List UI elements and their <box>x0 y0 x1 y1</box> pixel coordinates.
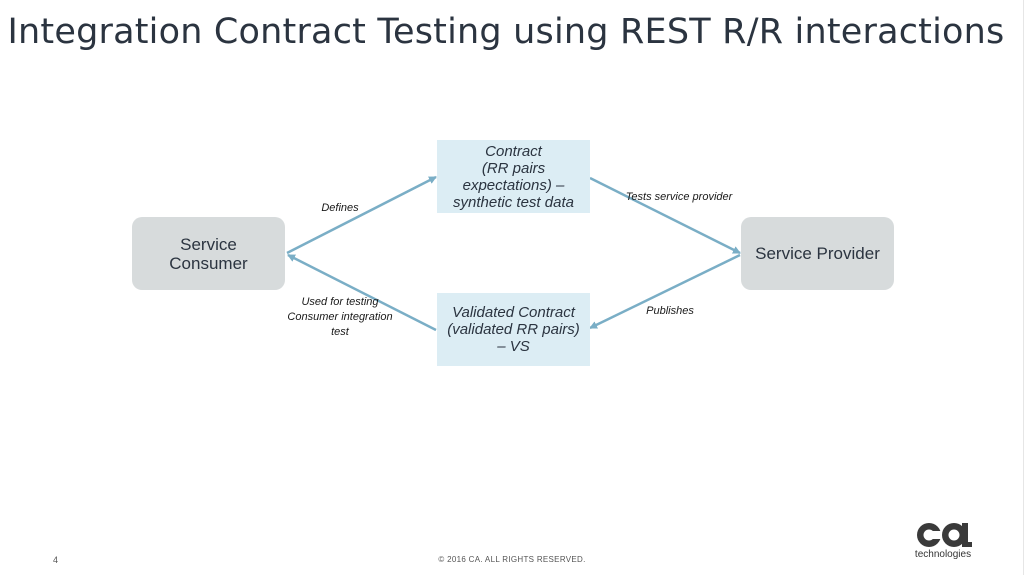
contract-node: Contract (RR pairs expectations) – synth… <box>437 140 590 213</box>
edge-label-publishes: Publishes <box>646 305 694 317</box>
ca-logo-icon <box>917 523 972 547</box>
page-number: 4 <box>53 555 59 565</box>
copyright-notice: © 2016 CA. ALL RIGHTS RESERVED. <box>438 555 586 564</box>
edge-label-used-for-testing: Used for testing Consumer integration te… <box>287 296 393 338</box>
arrow-publishes <box>589 253 741 330</box>
arrow-tests-service-provider <box>589 176 741 255</box>
ca-technologies-logo: technologies <box>910 518 976 570</box>
service-provider-label: Service Provider <box>755 244 880 263</box>
service-provider-node: Service Provider <box>741 217 894 290</box>
arrow-defines <box>286 175 437 255</box>
validated-contract-node: Validated Contract (validated RR pairs) … <box>437 293 590 366</box>
slide-title: Integration Contract Testing using REST … <box>7 12 1005 52</box>
contract-label: Contract (RR pairs expectations) – synth… <box>453 142 574 211</box>
arrow-used-for-testing <box>287 253 437 332</box>
edge-label-tests-service-provider: Tests service provider <box>625 191 733 203</box>
service-consumer-node: Service Consumer <box>132 217 285 290</box>
service-consumer-label: Service Consumer <box>169 234 248 273</box>
validated-contract-label: Validated Contract (validated RR pairs) … <box>447 304 580 355</box>
edge-label-defines: Defines <box>321 202 359 214</box>
logo-wordmark: technologies <box>914 549 972 560</box>
